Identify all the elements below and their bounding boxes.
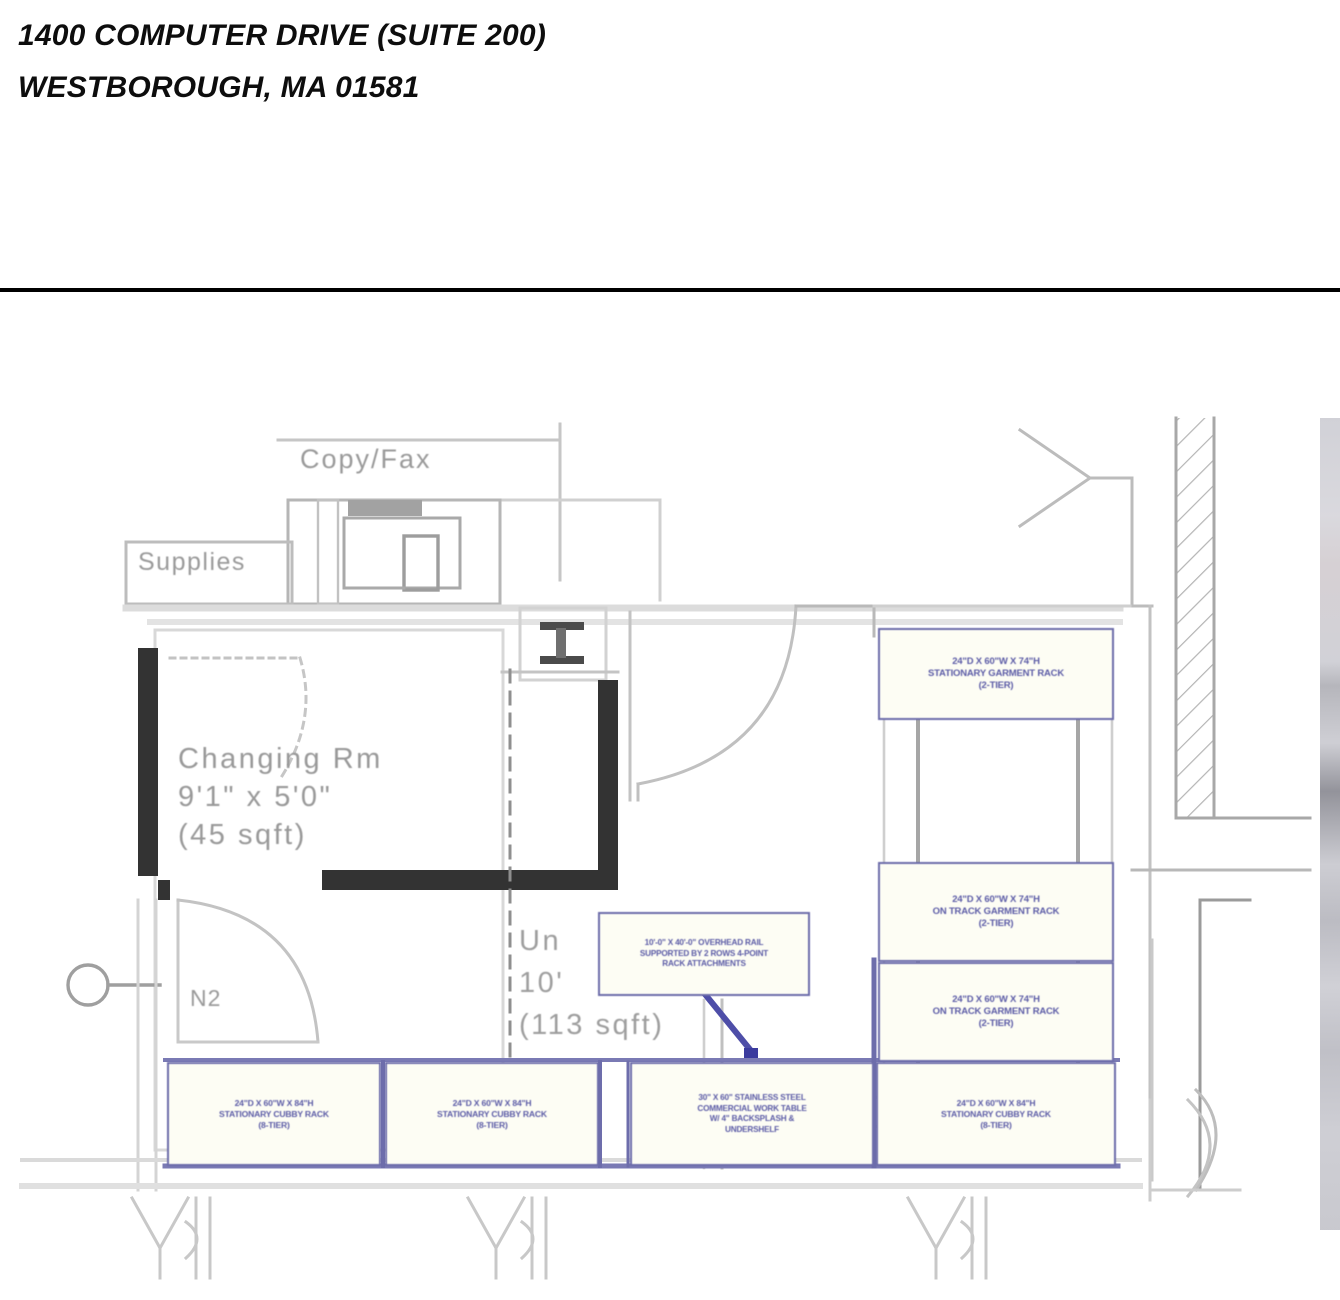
heavy-wall-right xyxy=(598,680,618,880)
room-label-changing-room: Changing Rm 9'1" x 5'0" (45 sqft) xyxy=(178,743,383,851)
callout-line: 24"D X 60"W X 74"H xyxy=(952,993,1040,1005)
callout-line: STATIONARY GARMENT RACK xyxy=(928,667,1064,679)
callout-garment-rack-track-1[interactable]: 24"D X 60"W X 74"H ON TRACK GARMENT RACK… xyxy=(878,862,1114,962)
callout-line: (2-TIER) xyxy=(978,680,1014,692)
callout-line: ON TRACK GARMENT RACK xyxy=(932,905,1060,917)
callout-line: STATIONARY CUBBY RACK xyxy=(219,1108,329,1119)
hatched-wall xyxy=(1176,418,1214,818)
callout-garment-rack-top[interactable]: 24"D X 60"W X 74"H STATIONARY GARMENT RA… xyxy=(878,628,1114,720)
callout-line: (8-TIER) xyxy=(258,1119,290,1130)
callout-line: 10'-0" X 40'-0" OVERHEAD RAIL xyxy=(644,938,764,948)
callout-work-table[interactable]: 30" X 60" STAINLESS STEEL COMMERCIAL WOR… xyxy=(630,1062,874,1166)
room-label-supplies: Supplies xyxy=(138,548,246,576)
heavy-wall-bottom xyxy=(322,870,618,890)
horizontal-divider xyxy=(0,288,1340,292)
door-tag-n2: N2 xyxy=(190,985,222,1011)
callout-leader xyxy=(695,983,757,1057)
callout-line: (2-TIER) xyxy=(978,918,1014,930)
floor-plan-drawing: Copy/Fax Supplies Changing Rm 9'1" x 5'0… xyxy=(0,400,1340,1280)
callout-garment-rack-track-2[interactable]: 24"D X 60"W X 74"H ON TRACK GARMENT RACK… xyxy=(878,962,1114,1062)
address-header: 1400 COMPUTER DRIVE (SUITE 200) WESTBORO… xyxy=(18,10,1118,114)
room-label-copy-fax: Copy/Fax xyxy=(300,444,432,474)
callout-line: UNDERSHELF xyxy=(725,1124,779,1134)
callout-line: STATIONARY CUBBY RACK xyxy=(437,1108,547,1119)
callout-line: (8-TIER) xyxy=(476,1119,508,1130)
callout-line: W/ 4" BACKSPLASH & xyxy=(709,1114,795,1123)
callout-line: STATIONARY CUBBY RACK xyxy=(941,1108,1051,1119)
callout-stationary-cubby-3[interactable]: 24"D X 60"W X 84"H STATIONARY CUBBY RACK… xyxy=(876,1062,1116,1166)
page-edge-strip xyxy=(1320,418,1340,1230)
callout-stationary-cubby-2[interactable]: 24"D X 60"W X 84"H STATIONARY CUBBY RACK… xyxy=(385,1062,599,1166)
callout-line: 24"D X 60"W X 84"H xyxy=(452,1097,532,1108)
callout-line: ON TRACK GARMENT RACK xyxy=(932,1005,1060,1017)
address-line-1: 1400 COMPUTER DRIVE (SUITE 200) xyxy=(18,19,547,52)
dimension-marks xyxy=(129,1195,988,1280)
callout-line: (2-TIER) xyxy=(978,1018,1014,1030)
callout-line: 24"D X 60"W X 74"H xyxy=(952,655,1040,667)
callout-line: 24"D X 60"W X 84"H xyxy=(234,1097,314,1108)
callout-line: RACK ATTACHMENTS xyxy=(662,959,746,969)
callout-overhead-rail-note[interactable]: 10'-0" X 40'-0" OVERHEAD RAIL SUPPORTED … xyxy=(598,912,810,996)
callout-line: SUPPORTED BY 2 ROWS 4-POINT xyxy=(639,948,769,958)
callout-stationary-cubby-1[interactable]: 24"D X 60"W X 84"H STATIONARY CUBBY RACK… xyxy=(167,1062,381,1166)
callout-line: (8-TIER) xyxy=(980,1119,1012,1130)
callout-line: COMMERCIAL WORK TABLE xyxy=(697,1103,807,1113)
callout-line: 30" X 60" STAINLESS STEEL xyxy=(698,1093,806,1102)
callout-line: 24"D X 60"W X 74"H xyxy=(952,893,1040,905)
room-label-unit: Un 10' (113 sqft) xyxy=(519,925,665,1041)
heavy-wall-left xyxy=(138,648,158,876)
callout-line: 24"D X 60"W X 84"H xyxy=(956,1097,1036,1108)
address-line-2: WESTBOROUGH, MA 01581 xyxy=(18,71,420,104)
